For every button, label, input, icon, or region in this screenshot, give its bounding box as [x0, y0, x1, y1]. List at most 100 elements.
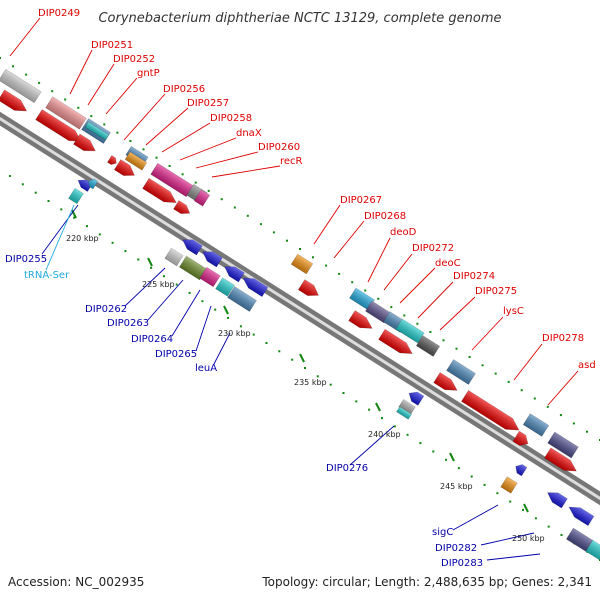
arrow-deoD[interactable]: [378, 328, 416, 358]
gene-tRNA-Ser-box[interactable]: [68, 187, 84, 205]
tick-dot: [368, 408, 371, 411]
arrow-DIP0249[interactable]: [0, 89, 30, 116]
arrow-lysC-end[interactable]: [512, 430, 531, 449]
tick-dot: [227, 316, 229, 319]
arrow-asd[interactable]: [544, 447, 579, 476]
gene-leuA-box[interactable]: [227, 286, 257, 312]
gene-DIP0274[interactable]: [415, 335, 441, 357]
label-DIP0268[interactable]: DIP0268: [364, 211, 406, 222]
gene-DIP0262-box[interactable]: [164, 247, 184, 267]
label-DIP0274[interactable]: DIP0274: [453, 271, 495, 282]
arrow-DIP0262[interactable]: [180, 235, 203, 256]
label-DIP0262[interactable]: DIP0262: [85, 304, 127, 315]
tick-dot: [381, 417, 383, 420]
gene-DIP0252-inner[interactable]: [84, 121, 110, 141]
label-leuA[interactable]: leuA: [195, 363, 217, 374]
label-lysC[interactable]: lysC: [503, 306, 524, 317]
label-gntP[interactable]: gntP: [137, 68, 160, 79]
label-DIP0260[interactable]: DIP0260: [258, 142, 300, 153]
label-DIP0278[interactable]: DIP0278: [542, 333, 584, 344]
arrow-DIP0252[interactable]: [73, 133, 98, 156]
arrow-DIP0255[interactable]: [76, 176, 93, 192]
label-DIP0275[interactable]: DIP0275: [475, 286, 517, 297]
tick-dot: [572, 422, 575, 425]
label-deoC[interactable]: deoC: [435, 258, 461, 269]
arrow-dnaX[interactable]: [173, 200, 193, 217]
gene-DIP0258c[interactable]: [193, 189, 211, 207]
label-DIP0276[interactable]: DIP0276: [326, 463, 368, 474]
gene-DIP0276-box2[interactable]: [396, 406, 412, 420]
gene-DIP0278[interactable]: [522, 413, 550, 437]
leader-line: [147, 279, 184, 321]
label-leaders: [9, 17, 579, 561]
label-DIP0265[interactable]: DIP0265: [155, 349, 197, 360]
label-DIP0256[interactable]: DIP0256: [163, 84, 205, 95]
arrow-DIP0265[interactable]: [240, 273, 269, 298]
gene-DIP0283-box[interactable]: [565, 527, 595, 553]
label-sigC[interactable]: sigC: [432, 527, 453, 538]
label-DIP0258[interactable]: DIP0258: [210, 113, 252, 124]
tick-dot: [586, 430, 588, 433]
arrow-DIP0283[interactable]: [566, 502, 595, 527]
tick-dot: [220, 198, 223, 201]
arrow-DIP0268[interactable]: [348, 310, 376, 334]
label-DIP0251[interactable]: DIP0251: [91, 40, 133, 51]
label-deoD[interactable]: deoD: [390, 227, 417, 238]
label-dnaX[interactable]: dnaX: [236, 128, 262, 139]
gene-DIP0265-box[interactable]: [215, 277, 235, 297]
reverse-gene-labels: DIP0255 DIP0262 DIP0263 DIP0264 DIP0265 …: [5, 254, 483, 569]
tick-dot: [272, 231, 275, 234]
label-DIP0252[interactable]: DIP0252: [113, 54, 155, 65]
tick-dot: [406, 433, 409, 436]
arrow-small[interactable]: [107, 155, 118, 166]
label-DIP0257[interactable]: DIP0257: [187, 98, 229, 109]
tick-dot: [299, 248, 301, 250]
gene-DIP0267[interactable]: [290, 253, 314, 275]
label-DIP0272[interactable]: DIP0272: [412, 243, 454, 254]
leader-line: [513, 343, 543, 381]
tick-dot: [181, 173, 184, 176]
gene-sigC[interactable]: [500, 476, 518, 494]
label-DIP0255[interactable]: DIP0255: [5, 254, 47, 265]
gene-DIP0275[interactable]: [446, 359, 476, 385]
gene-DIP0258[interactable]: [150, 162, 194, 198]
arrow-DIP0251[interactable]: [35, 109, 85, 147]
gene-DIP0263-box[interactable]: [178, 255, 208, 281]
label-recR[interactable]: recR: [280, 156, 303, 167]
arrow-tRNA-Ser[interactable]: [86, 177, 99, 190]
arrow-sigC[interactable]: [513, 462, 528, 477]
tick-dot: [129, 140, 132, 142]
label-DIP0263[interactable]: DIP0263: [107, 318, 149, 329]
arrow-DIP0275[interactable]: [433, 372, 461, 396]
arrow-DIP0267[interactable]: [297, 279, 321, 301]
map-title: Corynebacterium diphtheriae NCTC 13129, …: [98, 11, 501, 26]
tick-dot: [325, 264, 328, 267]
label-asd[interactable]: asd: [578, 360, 596, 371]
arrow-DIP0258[interactable]: [142, 177, 180, 207]
tick-dot: [25, 73, 28, 76]
gene-DIP0264-box[interactable]: [199, 266, 221, 288]
gene-asd[interactable]: [547, 431, 579, 459]
label-DIP0282[interactable]: DIP0282: [435, 543, 477, 554]
label-tRNA-Ser[interactable]: tRNA-Ser: [24, 270, 70, 281]
tick-dot: [142, 148, 145, 151]
tick-dot: [9, 175, 11, 177]
label-DIP0267[interactable]: DIP0267: [340, 195, 382, 206]
arrow-DIP0263[interactable]: [200, 247, 223, 268]
arrow-DIP0276[interactable]: [406, 389, 425, 406]
gene-deoD[interactable]: [365, 300, 391, 324]
gene-DIP0251[interactable]: [45, 96, 87, 130]
arrow-DIP0282[interactable]: [545, 488, 568, 509]
label-DIP0249[interactable]: DIP0249: [38, 8, 80, 19]
gene-DIP0249[interactable]: [0, 68, 42, 104]
label-DIP0283[interactable]: DIP0283: [441, 558, 483, 569]
gene-DIP0257[interactable]: [124, 151, 148, 171]
arrow-DIP0256[interactable]: [113, 159, 137, 181]
gene-DIP0283-box2[interactable]: [585, 539, 600, 561]
gene-deoC[interactable]: [395, 318, 425, 344]
tick-dot: [188, 291, 191, 294]
label-DIP0264[interactable]: DIP0264: [131, 334, 173, 345]
arrow-DIP0264[interactable]: [222, 262, 245, 283]
arrow-lysC[interactable]: [461, 389, 522, 435]
topology-text: Topology: circular; Length: 2,488,635 bp…: [261, 575, 592, 589]
